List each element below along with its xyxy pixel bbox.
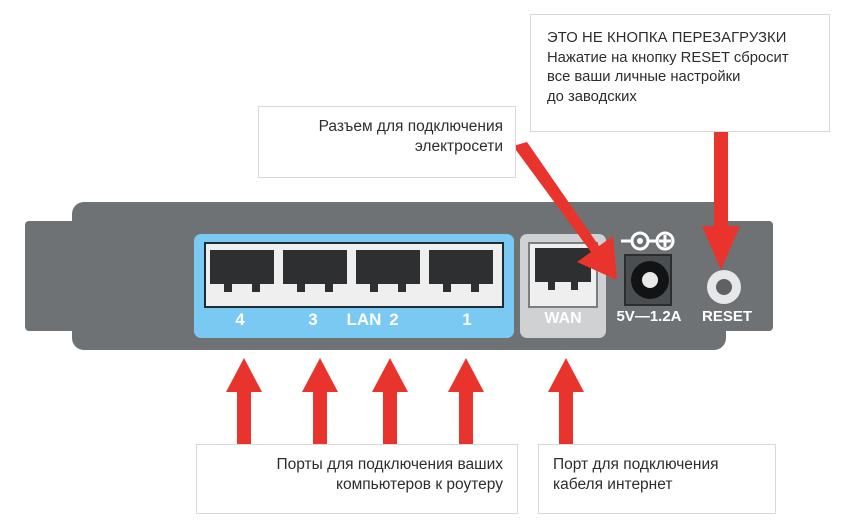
callout-line: до заводских (547, 88, 637, 105)
lan-port-label-2: 2 (389, 310, 399, 329)
lan-ports-callout: Порты для подключения ваших компьютеров … (196, 444, 518, 514)
lan-port-strip (204, 242, 504, 308)
callout-line: все ваши личные настройки (547, 69, 741, 86)
rj45-icon (283, 250, 347, 292)
power-jack-barrel (631, 261, 669, 299)
wan-port-label: WAN (544, 310, 582, 327)
callout-line: компьютеров к роутеру (336, 476, 503, 494)
power-socket-callout: Разъем для подключения электросети (258, 106, 516, 178)
rj45-icon (356, 250, 420, 292)
up-arrow-icon (302, 358, 338, 450)
callout-line: Разъем для подключения (318, 118, 503, 135)
arrow-to-lan-port-1 (448, 358, 484, 450)
lan-port-group: 4 3 LAN 2 1 (194, 234, 514, 338)
lan-group-label: LAN (346, 310, 382, 329)
rj45-icon (429, 250, 493, 292)
arrow-to-lan-port-2 (372, 358, 408, 450)
arrow-to-lan-port-3 (302, 358, 338, 450)
callout-line: Порты для подключения ваших (276, 456, 503, 473)
arrow-to-lan-port-4 (226, 358, 262, 450)
reset-pinhole (716, 279, 732, 295)
wan-port-frame (528, 242, 598, 308)
rj45-icon (210, 250, 274, 292)
power-socket-group: 5V—1.2A (612, 230, 684, 338)
callout-line: электросети (414, 138, 503, 156)
lan-port-label-1: 1 (462, 310, 472, 329)
center-positive-polarity-icon (620, 230, 678, 252)
power-rating-label: 5V—1.2A (616, 308, 682, 325)
callout-line: кабеля интернет (553, 476, 673, 494)
arrow-to-wan-port (548, 358, 584, 450)
lan-port-label-4: 4 (235, 310, 245, 329)
callout-line: Порт для подключения (553, 456, 719, 473)
down-arrow-icon (702, 130, 740, 270)
wan-jack[interactable] (535, 248, 591, 303)
power-jack[interactable] (624, 254, 672, 306)
rj45-icon (535, 248, 591, 290)
diagonal-arrow-icon (513, 142, 617, 280)
callout-headline: ЭТО НЕ КНОПКА ПЕРЕЗАГРУЗКИ (547, 30, 787, 46)
reset-button-label: RESET (701, 308, 752, 325)
lan-port-label-3: 3 (308, 310, 318, 329)
reset-button[interactable] (707, 270, 741, 304)
reset-warning-callout: ЭТО НЕ КНОПКА ПЕРЕЗАГРУЗКИ Нажатие на кн… (530, 14, 830, 132)
callout-line: Нажатие на кнопку RESET сбросит (547, 49, 789, 66)
up-arrow-icon (372, 358, 408, 450)
arrow-to-reset-button (702, 130, 740, 270)
lan-jack-1[interactable] (429, 250, 493, 300)
lan-jack-3[interactable] (283, 250, 347, 300)
up-arrow-icon (448, 358, 484, 450)
up-arrow-icon (548, 358, 584, 450)
power-jack-pin (642, 272, 658, 288)
lan-jack-4[interactable] (210, 250, 274, 300)
lan-jack-2[interactable] (356, 250, 420, 300)
reset-button-group: RESET (690, 270, 764, 338)
arrow-to-power-socket (505, 140, 655, 285)
wan-port-callout: Порт для подключения кабеля интернет (538, 444, 776, 514)
up-arrow-icon (226, 358, 262, 450)
